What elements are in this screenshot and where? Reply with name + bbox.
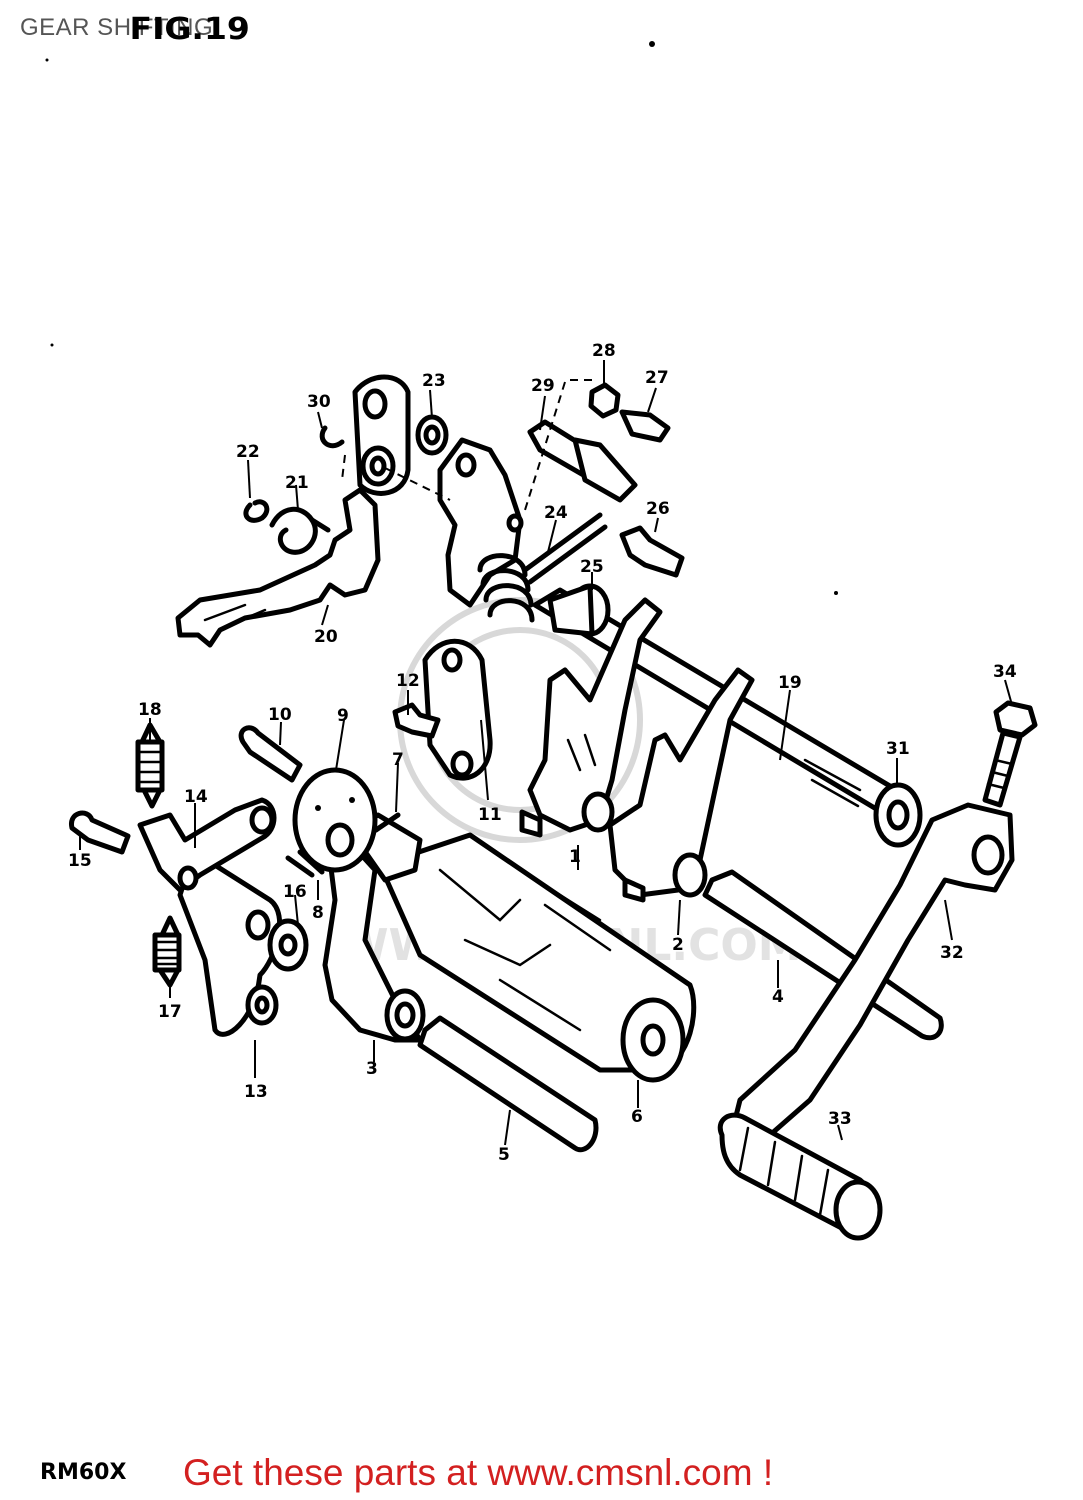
callout-26: 26 <box>646 499 670 519</box>
part-30-ring <box>319 425 345 449</box>
part-16-washer <box>267 918 309 972</box>
callout-11: 11 <box>478 805 502 825</box>
callout-20: 20 <box>314 627 338 647</box>
callout-28: 28 <box>592 341 616 361</box>
part-32-shift-lever <box>732 802 1015 1138</box>
callout-8: 8 <box>312 903 324 923</box>
callout-18: 18 <box>138 700 162 720</box>
part-4-shaft <box>702 869 944 1041</box>
part-20-shift-arm <box>175 374 411 648</box>
part-18-spring <box>135 722 165 809</box>
callout-numbers: 1 2 3 4 5 6 7 8 9 10 11 12 13 14 15 16 1… <box>68 341 1017 1165</box>
callout-25: 25 <box>580 557 604 577</box>
callout-34: 34 <box>993 662 1017 682</box>
part-25-collar <box>547 583 611 637</box>
exploded-parts-diagram: WWW.CMSNL.COM <box>45 41 1038 1241</box>
part-12-bolt <box>392 702 441 739</box>
callout-31: 31 <box>886 739 910 759</box>
part-1-shift-fork <box>519 597 663 838</box>
page-title: GEAR SHIFTING <box>20 14 214 41</box>
callout-5: 5 <box>498 1145 510 1165</box>
callout-22: 22 <box>236 442 260 462</box>
callout-7: 7 <box>392 750 404 770</box>
callout-24: 24 <box>544 503 568 523</box>
promo-link[interactable]: Get these parts at www.cmsnl.com ! <box>183 1452 774 1493</box>
callout-29: 29 <box>531 376 555 396</box>
callout-3: 3 <box>366 1059 378 1079</box>
part-22-clip <box>243 499 270 523</box>
part-6-shift-cam <box>377 832 697 1083</box>
part-11-stopper <box>422 638 493 781</box>
part-8-clip <box>285 849 325 878</box>
part-24-spring <box>477 512 608 623</box>
callout-30: 30 <box>307 392 331 412</box>
callout-19: 19 <box>778 673 802 693</box>
part-26-bolt <box>619 525 685 578</box>
callout-16: 16 <box>283 882 307 902</box>
part-14-arm <box>137 797 277 893</box>
part-13-plate <box>177 859 282 1037</box>
callout-6: 6 <box>631 1107 643 1127</box>
callout-23: 23 <box>422 371 446 391</box>
callout-2: 2 <box>672 935 684 955</box>
figure-label: FIG.19 <box>129 12 250 47</box>
callout-12: 12 <box>396 671 420 691</box>
part-15-bolt <box>69 810 131 855</box>
model-code: RM60X <box>40 1460 127 1485</box>
callout-17: 17 <box>158 1002 182 1022</box>
part-3-cam-stopper <box>322 845 426 1043</box>
part-34-bolt <box>982 700 1038 808</box>
callout-9: 9 <box>337 706 349 726</box>
callout-21: 21 <box>285 473 309 493</box>
part-29-bolt <box>527 419 638 503</box>
callout-1: 1 <box>569 847 581 867</box>
part-shift-plate <box>437 437 524 608</box>
callout-33: 33 <box>828 1109 852 1129</box>
part-28-nut <box>588 382 621 419</box>
callout-27: 27 <box>645 368 669 388</box>
part-23-washer <box>415 414 449 456</box>
callout-32: 32 <box>940 943 964 963</box>
callout-4: 4 <box>772 987 784 1007</box>
part-5-shaft <box>417 1015 599 1153</box>
part-10-pin <box>238 725 303 783</box>
part-27-screw <box>619 409 671 443</box>
leader-lines <box>79 360 1013 1146</box>
part-9-gear <box>292 767 378 873</box>
callout-10: 10 <box>268 705 292 725</box>
callout-13: 13 <box>244 1082 268 1102</box>
part-17-spring <box>152 915 182 988</box>
part-2-shift-fork <box>607 667 755 903</box>
part-21-spring <box>269 506 331 555</box>
part-31-washer <box>873 782 923 848</box>
part-33-rubber <box>717 1112 883 1241</box>
callout-15: 15 <box>68 851 92 871</box>
callout-14: 14 <box>184 787 208 807</box>
